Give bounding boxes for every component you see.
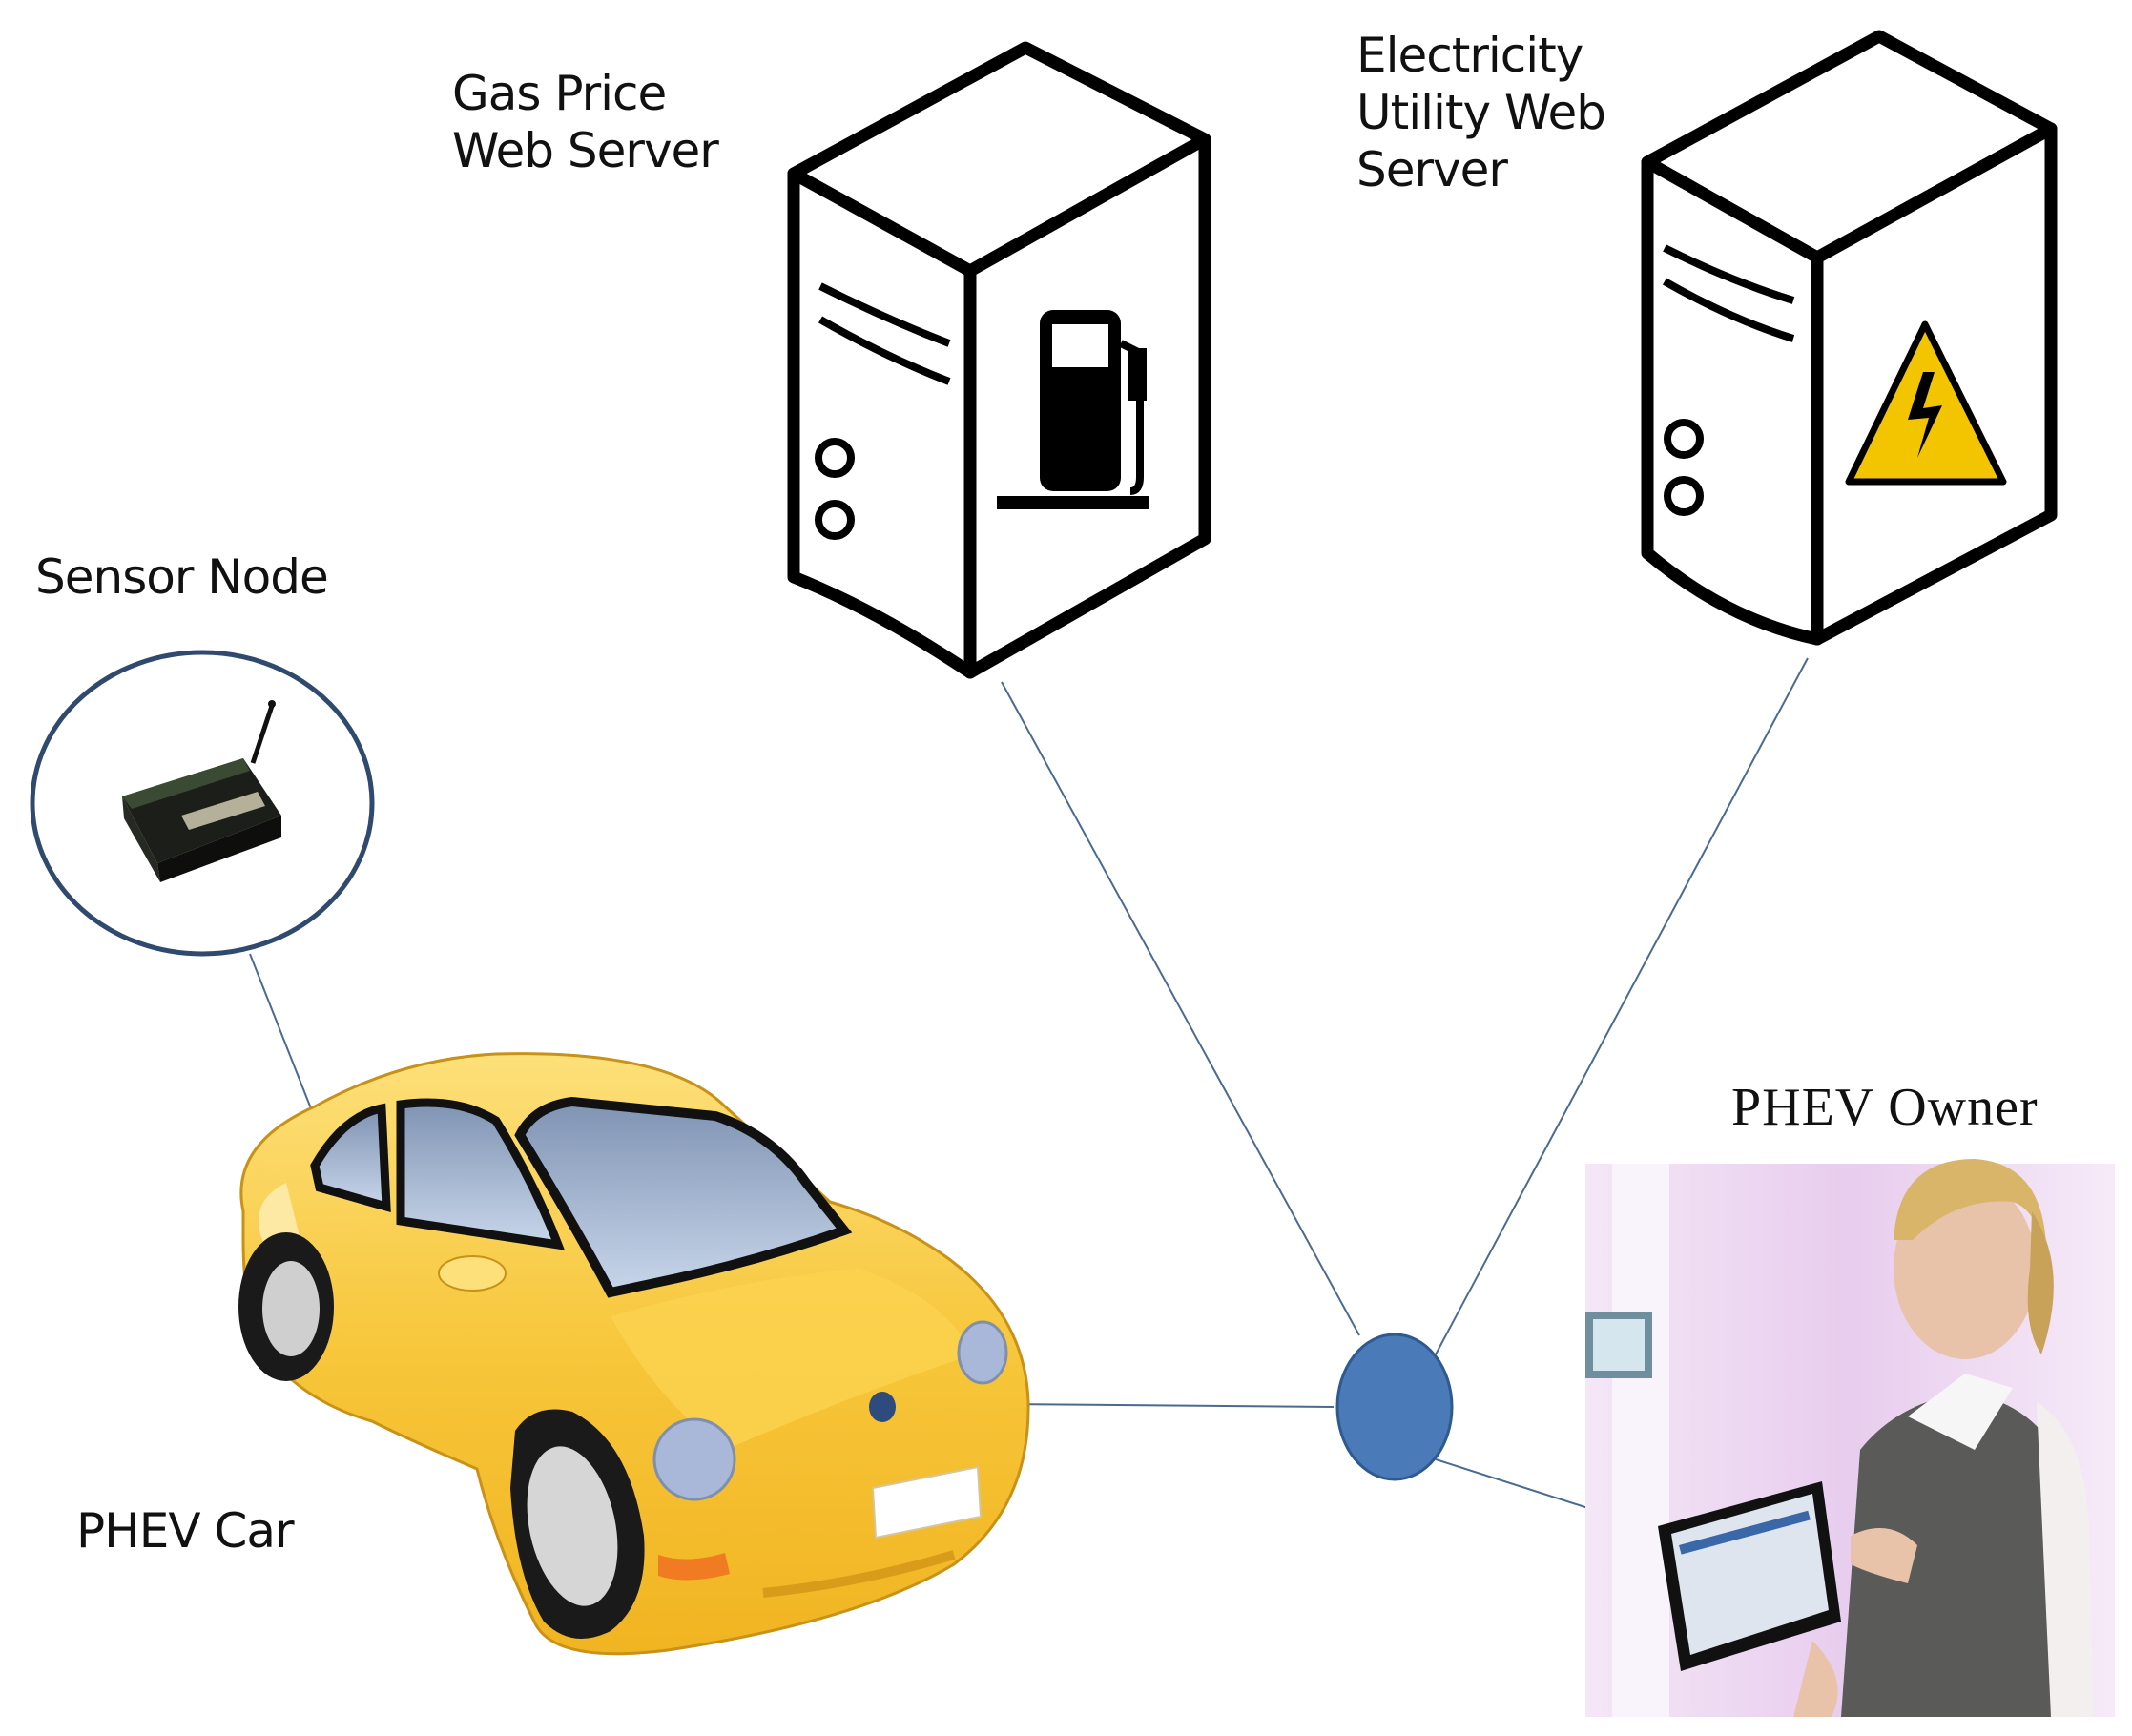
network-hub-node xyxy=(1335,1333,1454,1481)
gas-server-icon xyxy=(787,41,1211,679)
sensor-node-icon xyxy=(30,650,375,957)
electricity-server-label-line2: Utility Web xyxy=(1356,85,1606,140)
sensor-node-label: Sensor Node xyxy=(35,549,329,605)
electricity-server-icon xyxy=(1641,30,2058,646)
gas-server-label-line1: Gas Price xyxy=(452,66,667,121)
electricity-server-label: Electricity Utility Web Server xyxy=(1356,27,1606,198)
gas-server-label-line2: Web Server xyxy=(452,123,719,178)
link-gas-server-hub xyxy=(1001,681,1360,1336)
phev-owner-label: PHEV Owner xyxy=(1731,1078,2039,1137)
link-sensor-car xyxy=(249,953,321,1131)
gas-server-label: Gas Price Web Server xyxy=(452,65,719,179)
link-electricity-server-hub xyxy=(1435,657,1809,1355)
high-voltage-warning-icon xyxy=(1845,320,2007,486)
fuel-pump-icon xyxy=(997,310,1149,509)
electricity-server-label-line1: Electricity xyxy=(1356,28,1583,83)
electricity-server-label-line3: Server xyxy=(1356,142,1508,197)
phev-car-icon xyxy=(238,1052,1030,1656)
phev-owner-photo xyxy=(1585,1159,2115,1717)
phev-car-label: PHEV Car xyxy=(76,1503,295,1559)
link-car-hub xyxy=(1001,1403,1335,1408)
connector-lines xyxy=(249,657,1809,1539)
